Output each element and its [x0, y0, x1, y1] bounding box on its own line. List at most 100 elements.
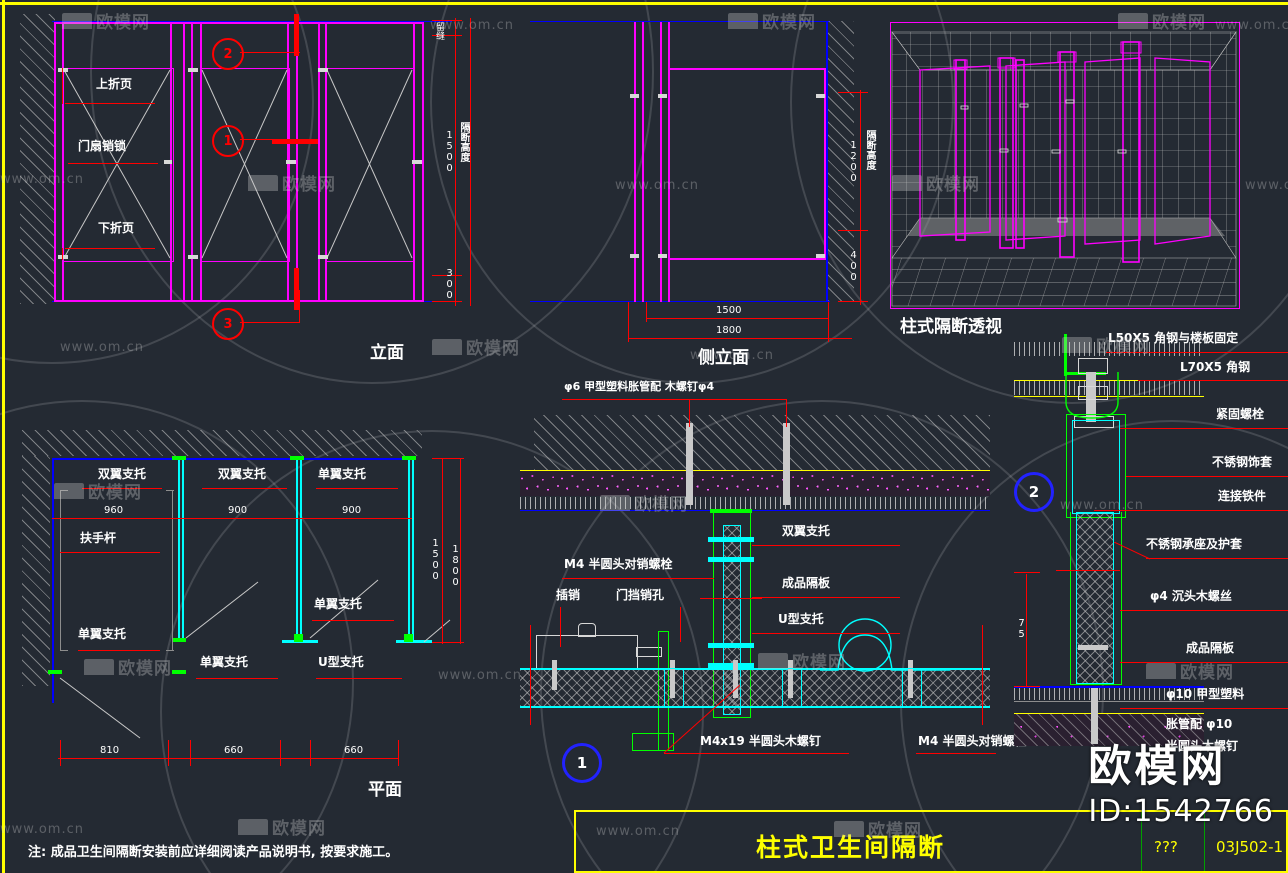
screw-plate — [664, 668, 684, 708]
centre-mark — [1056, 570, 1120, 571]
partition-panel — [178, 458, 180, 640]
leader-diagonal — [663, 685, 741, 754]
floor-bottom — [520, 706, 990, 708]
leader — [78, 650, 160, 651]
wood-screw — [908, 660, 913, 698]
lock-mark — [164, 160, 172, 164]
u-support-plate — [396, 640, 432, 643]
centre-mark — [700, 598, 762, 599]
view-side-elevation: 1200 400 隔断高度 1500 1800 侧立面 — [520, 0, 875, 370]
leader — [1120, 428, 1288, 429]
post-edge — [668, 22, 670, 302]
plan-dim-960: 960 — [104, 505, 124, 516]
ceiling-line-bot — [1014, 396, 1204, 397]
title-block-divider — [1141, 812, 1142, 871]
panel-right — [824, 68, 826, 260]
dimension-line — [860, 90, 861, 305]
support-bracket — [172, 456, 186, 460]
detail2-label-angle-fix: L50X5 角钢与楼板固定 — [1108, 331, 1239, 345]
view-detail-2: 75 2 L50X5 角钢与楼板固定 L70X5 角钢 紧固螺栓 不锈钢饰套 连… — [990, 320, 1288, 770]
detail1-label-finished-panel: 成品隔板 — [782, 576, 831, 590]
detail-marker-2[interactable]: 2 — [212, 38, 244, 70]
watermark-url: www.om.cn — [1245, 178, 1288, 193]
handrail — [172, 490, 173, 650]
support-bracket — [402, 456, 416, 460]
plan-label-handrail: 扶手杆 — [80, 531, 117, 545]
wall-hatch — [22, 456, 50, 686]
hinge-mark — [58, 255, 68, 259]
post-edge — [296, 22, 298, 302]
handrail — [60, 490, 61, 650]
leader — [62, 68, 63, 104]
post-edge — [642, 22, 644, 302]
lock-mark — [412, 160, 422, 164]
title-block-title: 柱式卫生间隔断 — [756, 833, 946, 862]
detail-marker-1-circle[interactable]: 1 — [562, 743, 602, 783]
post-edge — [191, 22, 193, 302]
dim-tick — [432, 35, 462, 36]
detail-marker-1[interactable]: 1 — [212, 125, 244, 157]
detail-marker-2-circle[interactable]: 2 — [1014, 472, 1054, 512]
dim-height-label: 隔断高度 — [864, 130, 875, 170]
concrete-layer — [520, 471, 990, 496]
bracket-plate — [710, 509, 752, 513]
hardware-bar — [294, 14, 299, 56]
perspective-geometry — [891, 31, 1237, 307]
floor-top — [1014, 686, 1204, 688]
detail1-label-double-wing: 双翼支托 — [782, 524, 831, 538]
support-bracket — [290, 456, 304, 460]
leader — [560, 607, 561, 647]
detail-marker-label: 2 — [1028, 483, 1040, 501]
dim-tick — [432, 642, 464, 643]
perspective-frame — [890, 22, 1240, 309]
detail2-label-round-head-screw: 半圆头木螺钉 — [1166, 739, 1239, 753]
detail2-label-angle-steel: L70X5 角钢 — [1180, 360, 1251, 374]
ext-line — [828, 302, 829, 342]
plan-pointers — [59, 579, 451, 739]
support-bolt — [708, 537, 754, 542]
dim-height-label: 隔断高度 — [458, 122, 469, 162]
ext-line — [398, 740, 399, 766]
dim-tick — [838, 92, 868, 93]
dim-400: 400 — [848, 250, 859, 283]
handrail — [60, 490, 68, 491]
watermark-brand-text: 欧模网 — [1088, 742, 1227, 792]
ext-line — [310, 740, 311, 766]
screw-plate — [902, 668, 922, 708]
detail2-label-connecting-iron: 连接铁件 — [1218, 489, 1267, 503]
structural-slab-hatch — [534, 415, 990, 470]
view-perspective: 柱式隔断透视 — [890, 14, 1240, 344]
plan-dim-900-b: 900 — [342, 505, 362, 516]
leader — [202, 488, 287, 489]
plan-dim-900-a: 900 — [228, 505, 248, 516]
dim-300: 300 — [444, 268, 455, 301]
detail-marker-label: 3 — [223, 316, 233, 332]
door-stop-foot — [632, 733, 674, 751]
panel-top — [668, 68, 826, 70]
connecting-iron — [1066, 414, 1126, 518]
dim-1800-depth: 1800 — [716, 325, 742, 336]
ceiling-line-top — [1014, 380, 1204, 381]
watermark-url: www.om.cn — [0, 822, 84, 837]
support-bolt — [708, 663, 754, 668]
support-bolt — [708, 643, 754, 648]
section-edge — [530, 625, 531, 725]
partition-panel — [300, 458, 302, 640]
ext-line — [190, 740, 191, 766]
detail-marker-3[interactable]: 3 — [212, 308, 244, 340]
marker-leader — [240, 52, 300, 53]
ext-line — [646, 302, 647, 322]
leader — [1126, 476, 1288, 477]
sheet-frame-top — [0, 2, 1288, 5]
dim-tick — [1014, 686, 1040, 687]
leader — [60, 552, 160, 553]
plan-dim-1500: 1500 — [430, 538, 441, 582]
panel-edge — [54, 22, 56, 302]
hinge-mark — [318, 255, 328, 259]
leader — [1106, 352, 1288, 353]
view-title-side-elevation: 侧立面 — [698, 348, 749, 368]
door-leaf — [62, 68, 174, 262]
post-edge — [634, 22, 636, 302]
wall-hatch — [20, 14, 55, 304]
leader — [316, 488, 398, 489]
